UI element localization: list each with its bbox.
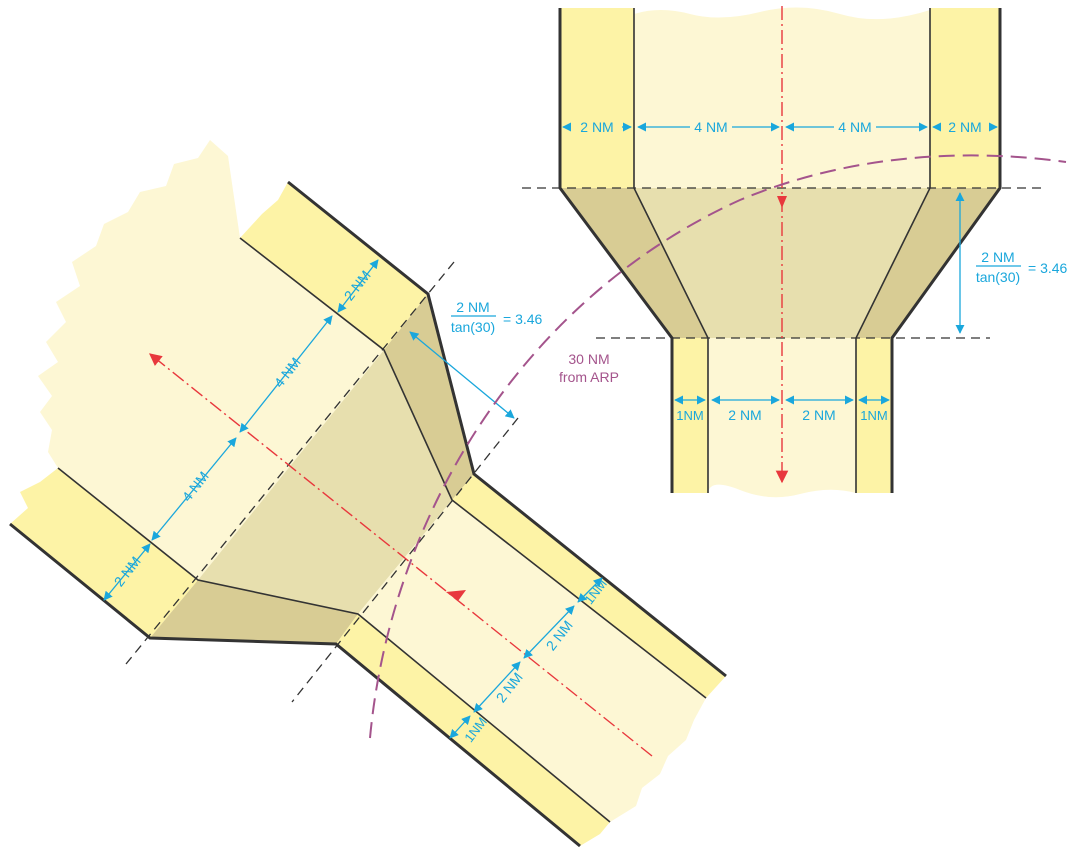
- straight-transition-center: [634, 188, 930, 338]
- turn-dim-inner-upper: [239, 315, 333, 433]
- turning-area: 2 NM 4 NM 4 NM 2 NM 1NM 2 NM 2 NM 1NM 2 …: [9, 140, 727, 848]
- turn-inner-band: [38, 140, 384, 580]
- straight-lower-outer-band-left: [672, 338, 708, 493]
- straight-outer-edge-right: [890, 8, 1002, 493]
- arc-label-line1: 30 NM: [568, 351, 609, 367]
- straight-label-outer-left: 2 NM: [580, 119, 613, 135]
- turn-guide-upper: [125, 261, 455, 665]
- straight-upper-outer-band-right: [930, 8, 1000, 188]
- straight-label-inner-left: 4 NM: [694, 119, 727, 135]
- turn-dim-inner-lower: [151, 437, 237, 541]
- straight-transition-formula: 2 NM tan(30) = 3.46: [976, 249, 1068, 285]
- straight-area: 2 NM 4 NM 4 NM 2 NM 1NM 2 NM 2 NM 1NM 2 …: [522, 6, 1068, 498]
- turn-guide-lower: [291, 417, 519, 703]
- straight-label-app-inner-left: 2 NM: [728, 407, 761, 423]
- turn-centerline: [149, 353, 653, 757]
- straight-inner-edge-left: [633, 8, 709, 493]
- straight-formula-denominator: tan(30): [976, 269, 1020, 285]
- turn-transition-lower: [150, 580, 358, 644]
- turn-dim-app-outer-lower: [449, 715, 471, 739]
- turn-formula-denominator: tan(30): [451, 319, 495, 335]
- turn-outer-band-upper: [240, 182, 428, 350]
- arc-label-line2: from ARP: [559, 369, 619, 385]
- turn-app-inner-band: [358, 500, 706, 822]
- straight-formula-numerator: 2 NM: [981, 249, 1014, 265]
- straight-label-app-inner-right: 2 NM: [802, 407, 835, 423]
- turn-formula-value: = 3.46: [503, 311, 543, 327]
- turn-formula-numerator: 2 NM: [456, 299, 489, 315]
- straight-formula-value: = 3.46: [1028, 260, 1068, 276]
- turn-transition-formula: 2 NM tan(30) = 3.46: [451, 299, 543, 335]
- turn-dim-outer-upper: [337, 259, 379, 313]
- straight-label-app-outer-left: 1NM: [676, 408, 703, 423]
- turn-dim-outer-lower: [103, 543, 151, 601]
- turn-dim-transition-length: [409, 331, 515, 419]
- straight-label-app-outer-right: 1NM: [860, 408, 887, 423]
- turn-dim-app-inner-lower: [473, 661, 521, 713]
- turn-transition-center: [198, 350, 452, 614]
- turn-app-outer-band-lower: [336, 614, 610, 846]
- straight-inner-edge-right: [855, 8, 931, 493]
- straight-upper-outer-band-left: [560, 8, 634, 188]
- turn-inner-edge-lower: [57, 467, 611, 823]
- straight-label-outer-right: 2 NM: [948, 119, 981, 135]
- turn-dim-app-outer-upper: [577, 577, 603, 603]
- straight-outer-edge-left: [558, 8, 674, 493]
- straight-centerline-mid-arrow: [777, 196, 787, 208]
- arc-label: 30 NM from ARP: [559, 351, 619, 385]
- turn-dim-app-inner-upper: [523, 605, 575, 659]
- straight-label-inner-right: 4 NM: [838, 119, 871, 135]
- arp-30nm-arc: [369, 154, 1067, 739]
- turn-outer-edge-lower: [9, 522, 581, 848]
- straight-lower-outer-band-right: [856, 338, 892, 493]
- turn-centerline-mid-arrow: [446, 590, 466, 601]
